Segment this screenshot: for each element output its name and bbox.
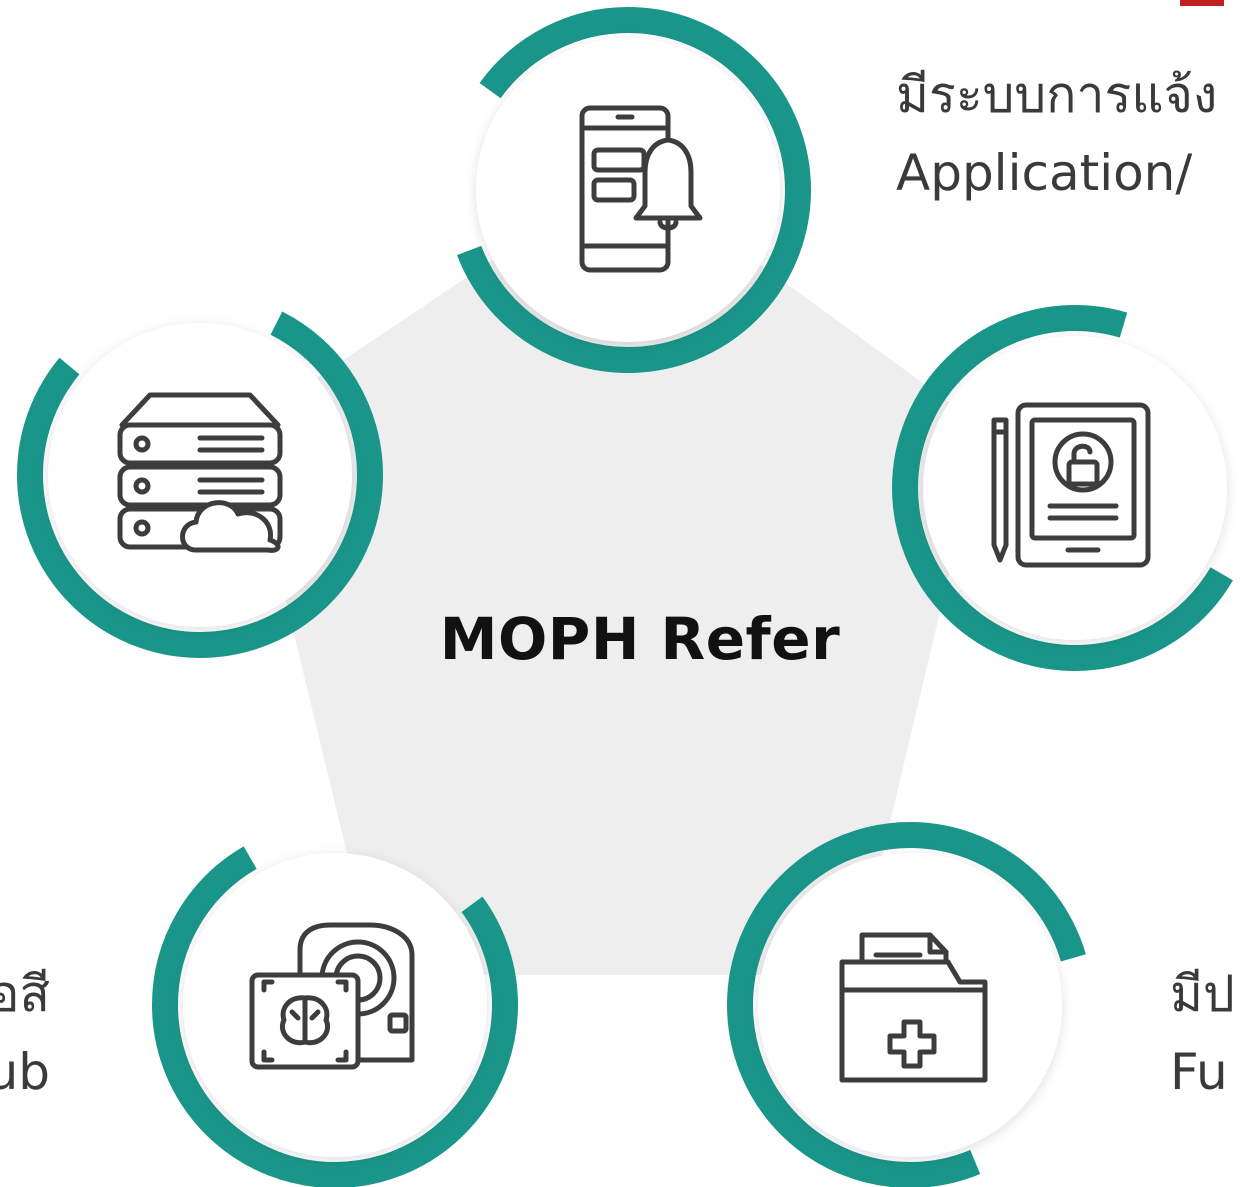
node-top [445, 7, 811, 373]
node-lower-left [152, 822, 518, 1187]
node-upper-right [892, 305, 1241, 671]
bottom-left-label-line2: ub [0, 1043, 50, 1101]
center-pentagon [248, 175, 980, 975]
mobile-notification-bell-icon [579, 105, 703, 273]
bottom-right-label: มีป Fu [1170, 955, 1235, 1111]
center-title: MOPH Refer [439, 605, 841, 673]
bottom-left-label: อสี ub [0, 955, 50, 1111]
tablet-lock-pen-icon [991, 402, 1151, 568]
top-right-label-line1: มีระบบการแจ้ง [896, 66, 1218, 124]
brand-corner-mark [1180, 0, 1224, 6]
top-right-label: มีระบบการแจ้ง Application/ [896, 56, 1217, 212]
top-right-label-line2: Application/ [896, 144, 1193, 202]
bottom-right-label-line1: มีป [1170, 965, 1235, 1023]
node-upper-left [17, 292, 383, 658]
bottom-right-label-line2: Fu [1170, 1043, 1228, 1101]
mri-brain-scan-icon [249, 922, 415, 1070]
bottom-left-label-line1: อสี [0, 965, 50, 1023]
node-lower-right [727, 822, 1093, 1187]
medical-folder-icon [839, 932, 988, 1083]
server-cloud-icon [117, 392, 283, 553]
